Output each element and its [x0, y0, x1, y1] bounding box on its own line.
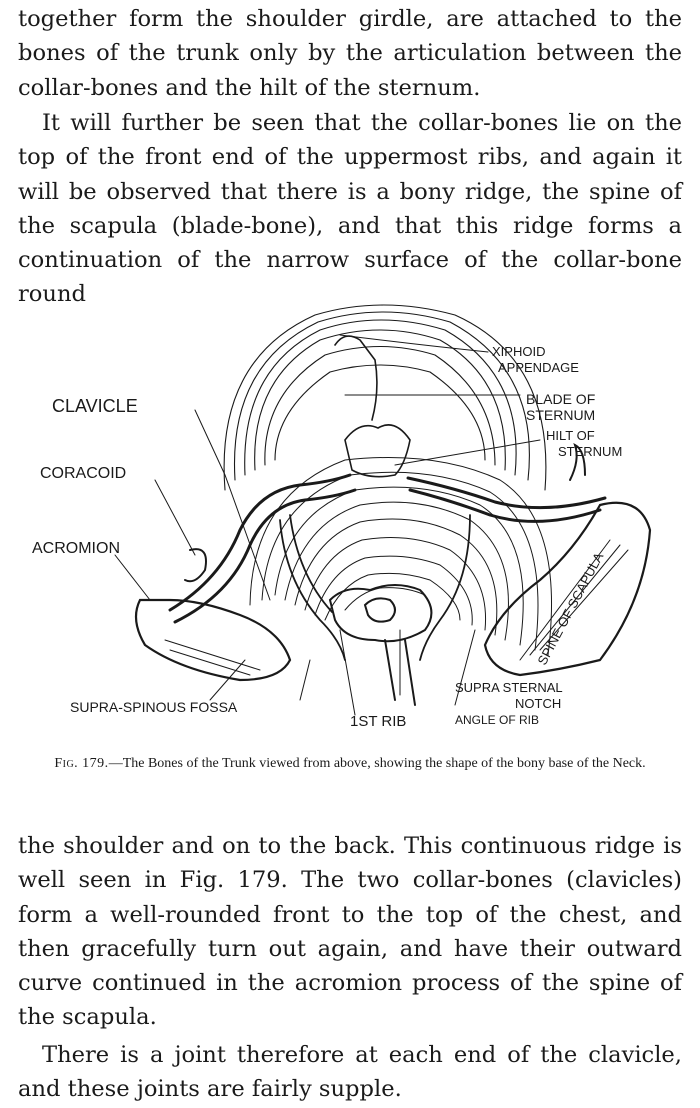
label-first-rib: 1ST RIB [350, 713, 406, 730]
label-blade-line1: BLADE OF [526, 391, 595, 407]
left-scapula-drawing [134, 598, 292, 682]
label-supra-notch-line2: NOTCH [515, 696, 561, 711]
label-hilt-line2: STERNUM [558, 444, 622, 459]
label-angle-of-rib: ANGLE OF RIB [455, 713, 539, 727]
right-scapula-drawing [483, 501, 652, 677]
label-blade-line2: STERNUM [526, 407, 595, 423]
inner-rib-arcs [249, 457, 553, 656]
label-coracoid: CORACOID [40, 465, 126, 482]
paragraph-collar-bones: It will further be seen that the collar-… [18, 110, 682, 308]
sternum-drawing [334, 335, 411, 478]
label-clavicle: CLAVICLE [52, 396, 138, 416]
anatomy-figure: XIPHOID APPENDAGE BLADE OF STERNUM HILT … [0, 300, 700, 740]
figure-number: Fig. 179. [54, 756, 109, 771]
label-spine-of-scapula: SPINE OF SCAPULA [534, 550, 606, 668]
label-xiphoid-line2: APPENDAGE [498, 360, 579, 375]
label-acromion: ACROMION [32, 540, 120, 557]
vertebra-drawing [328, 584, 433, 706]
paragraph-clavicle-joint: There is a joint therefore at each end o… [18, 1042, 682, 1103]
first-rib-drawing [279, 514, 471, 661]
clavicles-drawing [168, 473, 607, 624]
label-supra-notch-line1: SUPRA STERNAL [455, 680, 563, 695]
trunk-bones-illustration: XIPHOID APPENDAGE BLADE OF STERNUM HILT … [32, 304, 652, 730]
figure-caption: Fig. 179.—The Bones of the Trunk viewed … [40, 755, 660, 772]
paragraph-shoulder-ridge: the shoulder and on to the back. This co… [18, 833, 682, 1031]
leader-lines [114, 334, 541, 716]
paragraph-top-continued: together form the shoulder girdle, are a… [18, 6, 682, 101]
label-hilt-line1: HILT OF [546, 428, 595, 443]
label-supra-spinous-fossa: SUPRA-SPINOUS FOSSA [70, 699, 238, 715]
rib-cage-drawing [223, 304, 547, 491]
coracoid-drawing [184, 443, 586, 583]
figure-caption-text: —The Bones of the Trunk viewed from abov… [108, 756, 646, 771]
label-xiphoid-line1: XIPHOID [492, 344, 545, 359]
